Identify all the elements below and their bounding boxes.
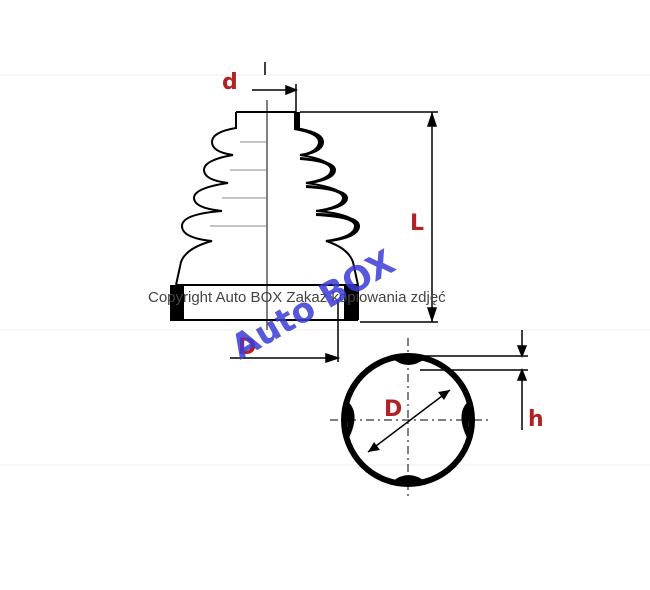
dimension-big-d-boot	[230, 300, 341, 364]
label-height: h	[528, 407, 544, 432]
dimension-height	[420, 330, 528, 430]
boot-section-fill	[170, 112, 360, 321]
label-small-d: d	[222, 70, 238, 95]
label-length: L	[410, 211, 424, 236]
dimension-length	[300, 111, 438, 323]
copyright-text: Copyright Auto BOX Zakaz kopiowania zdję…	[148, 289, 446, 306]
label-big-d-boot: D	[238, 335, 256, 360]
section-circle	[330, 338, 488, 500]
dimension-small-d	[252, 62, 299, 112]
background-grid	[0, 74, 650, 466]
boot-inner-lines	[210, 141, 266, 227]
label-big-d-section: D	[384, 397, 402, 422]
